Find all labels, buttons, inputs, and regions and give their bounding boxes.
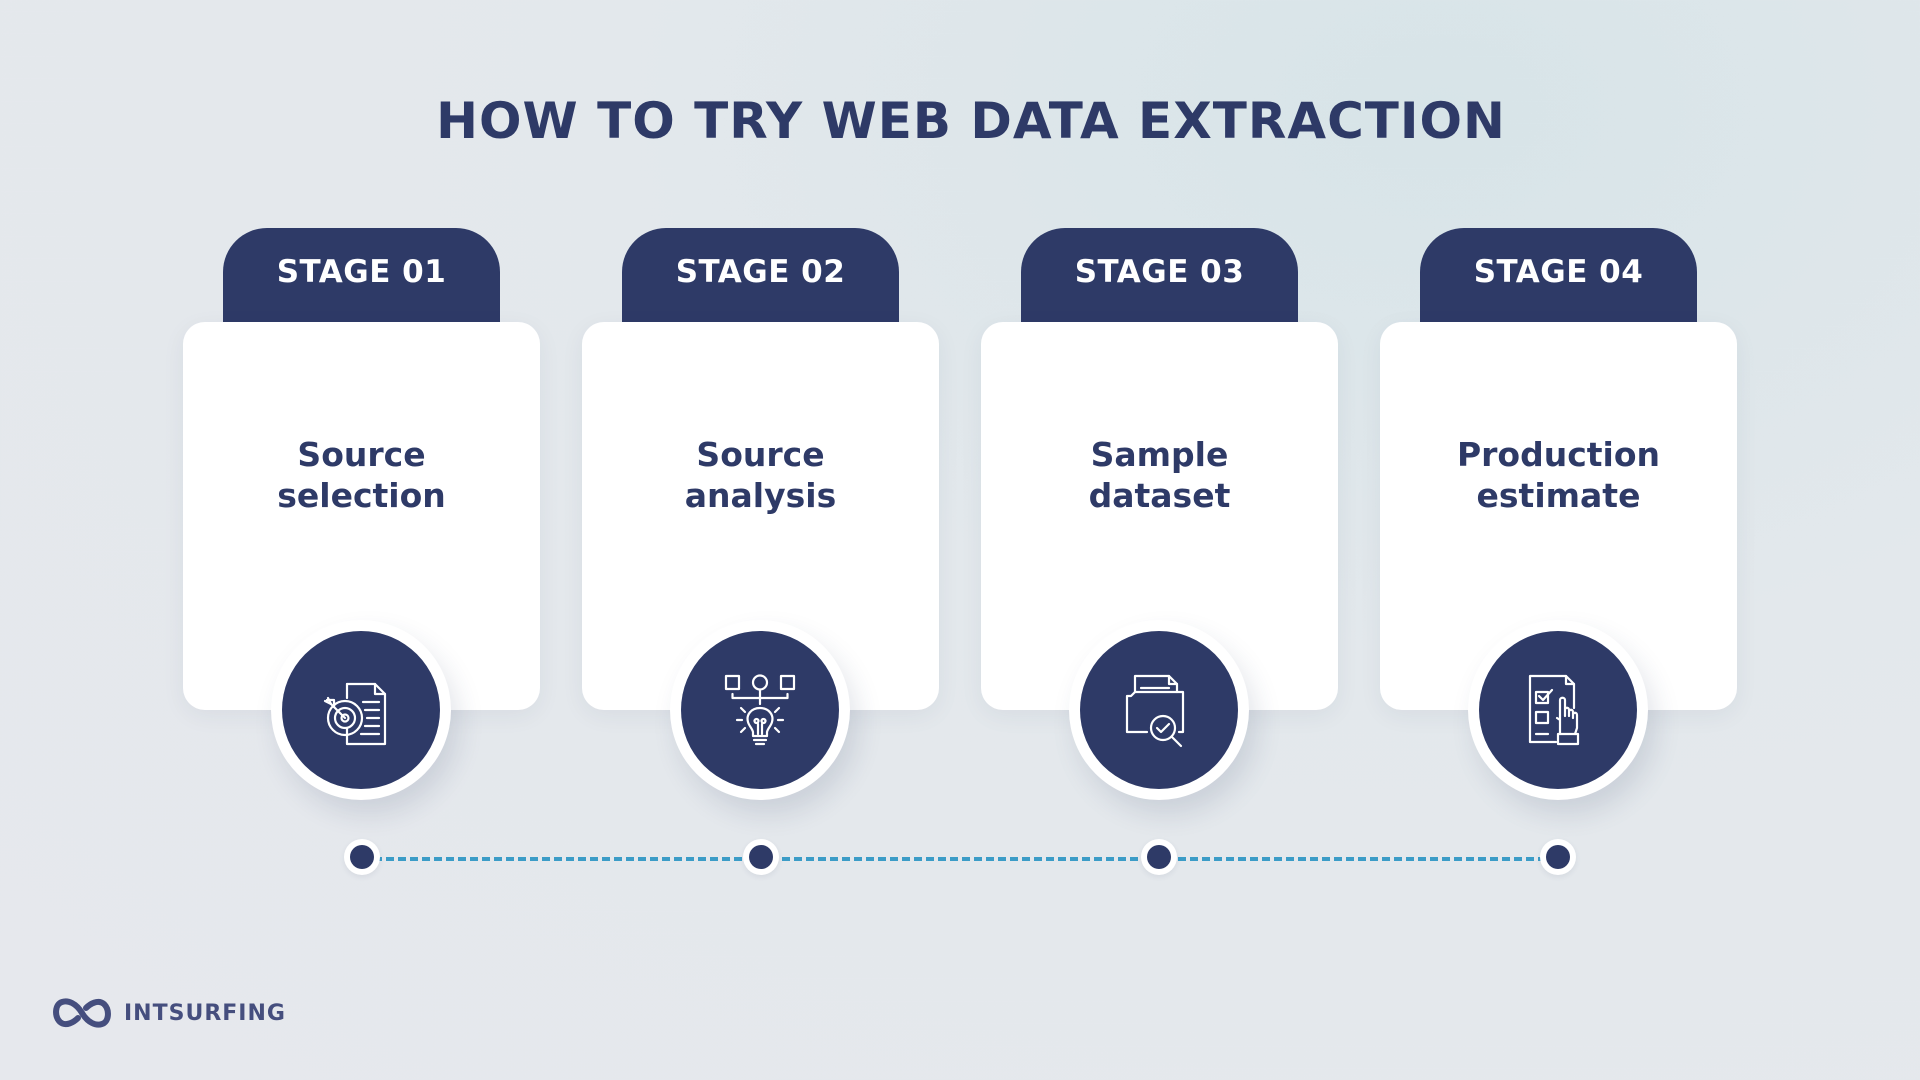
stage-icon-badge (1069, 620, 1249, 800)
lightbulb-flowchart-icon (724, 674, 796, 746)
stage-tab-label: STAGE 02 (622, 228, 899, 338)
stage-title-line1: Source (297, 435, 426, 474)
target-document-icon (323, 682, 387, 746)
stage-title: Source selection (183, 434, 540, 516)
stage-tab-label: STAGE 01 (223, 228, 500, 338)
stage-title-line1: Production (1456, 435, 1661, 474)
brand-name: INTSURFING (124, 1000, 286, 1026)
stage-card-01: STAGE 01 Source selection (183, 228, 540, 800)
stage-icon-badge (1468, 620, 1648, 800)
stage-title-line2: dataset (1088, 476, 1231, 515)
folder-search-check-icon (1125, 674, 1185, 748)
timeline-point-03 (1141, 839, 1177, 875)
page-title: HOW TO TRY WEB DATA EXTRACTION (436, 92, 1506, 150)
stage-title: Source analysis (582, 434, 939, 516)
timeline-point-04 (1540, 839, 1576, 875)
infinity-wave-logo-icon (53, 998, 111, 1028)
stage-title-line2: analysis (684, 476, 837, 515)
stage-tab-label: STAGE 03 (1021, 228, 1298, 338)
stage-tab-label: STAGE 04 (1420, 228, 1697, 338)
stage-title-line2: selection (277, 476, 446, 515)
stage-icon-badge (271, 620, 451, 800)
timeline-dashed-line (362, 857, 1558, 861)
stage-icon-badge (670, 620, 850, 800)
brand-logo: INTSURFING (50, 996, 286, 1030)
stage-title-line2: estimate (1476, 476, 1641, 515)
stage-title-line1: Sample (1090, 435, 1229, 474)
stage-card-02: STAGE 02 Source analysis (582, 228, 939, 800)
timeline-point-01 (344, 839, 380, 875)
stage-card-04: STAGE 04 Production estimate (1380, 228, 1737, 800)
stage-title: Sample dataset (981, 434, 1338, 516)
stage-card-03: STAGE 03 Sample dataset (981, 228, 1338, 800)
stage-title: Production estimate (1380, 434, 1737, 516)
stage-title-line1: Source (696, 435, 825, 474)
checklist-hand-icon (1528, 674, 1580, 746)
timeline-point-02 (743, 839, 779, 875)
